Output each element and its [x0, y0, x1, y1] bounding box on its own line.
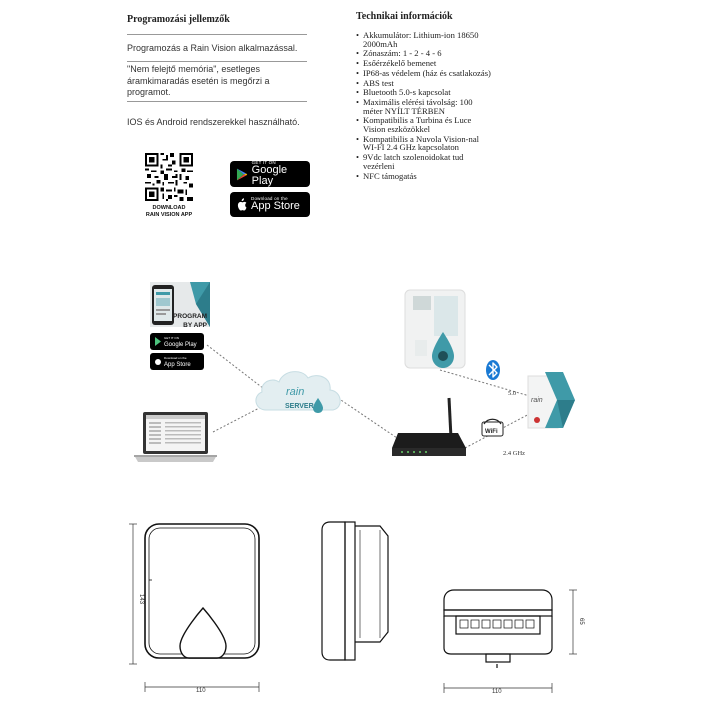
app-store-small-text: Download on the — [251, 195, 288, 201]
wifi-frequency: 2.4 GHz — [503, 450, 525, 457]
qr-caption: DOWNLOAD RAIN VISION APP — [138, 205, 200, 219]
bluetooth-version: 5.0 — [508, 390, 516, 397]
feature-memory-line-1: "Nem felejtő memória", esetleges — [127, 64, 260, 74]
app-store-button[interactable]: Download on the App Store — [230, 192, 310, 217]
bottom-dimension-lines — [443, 589, 577, 693]
system-diagram: PROGRAM BY APP GET IT ON Google Play Dow… — [134, 282, 575, 462]
bottom-width-dimension: 110 — [492, 689, 502, 695]
router-icon — [392, 397, 466, 456]
list-item: Esőérzékelő bemenet — [356, 59, 491, 68]
google-play-label: Google Play — [251, 164, 288, 188]
list-item: Kompatibilis a Nuvola Vision-nal WI-FI 2… — [356, 134, 491, 152]
bottom-view-drawing — [443, 589, 553, 668]
side-view-drawing — [321, 521, 389, 661]
technical-info-list: Akkumulátor: Lithium-ion 18650 2000mAh Z… — [356, 31, 491, 181]
technical-drawings: 143 110 110 65 — [129, 521, 584, 695]
google-play-button[interactable]: GET IT ON Google Play — [230, 159, 310, 188]
list-item: Kompatibilis a Turbina és Luce Vision es… — [356, 116, 491, 134]
feature-memory-line-3: programot. — [127, 87, 171, 97]
phone-app-image — [150, 282, 210, 327]
cloud-rain-logo: rain — [286, 386, 304, 398]
cloud-server-label: SERVER — [285, 403, 314, 410]
list-item: IP68-as védelem (ház és csatlakozás) — [356, 69, 491, 78]
feature-os-support: IOS és Android rendszerekkel használható… — [127, 117, 300, 127]
bluetooth-icon — [486, 360, 500, 380]
qr-caption-line-2: RAIN VISION APP — [145, 212, 193, 218]
divider — [127, 34, 307, 35]
feature-app-programming: Programozás a Rain Vision alkalmazással. — [127, 43, 298, 53]
app-store-label: App Store — [251, 200, 300, 213]
google-play-icon — [236, 168, 248, 180]
cloud-server-icon — [255, 371, 341, 413]
list-item: 9Vdc latch szolenoidokat tud vezérleni — [356, 153, 491, 171]
wifi-label: WiFi — [485, 429, 498, 435]
front-view-drawing — [144, 523, 260, 659]
mini-app-store-badge: Download on the App Store — [150, 353, 204, 370]
mini-google-play-badge: GET IT ON Google Play — [150, 333, 204, 350]
qr-code-icon[interactable] — [145, 153, 193, 201]
technical-info-title: Technikai információk — [356, 11, 453, 22]
google-play-small-text: GET IT ON — [251, 159, 276, 165]
svg-text:GET IT ON: GET IT ON — [164, 336, 179, 340]
program-label-1: PROGRAM — [173, 313, 207, 320]
wifi-icon — [481, 418, 504, 437]
divider — [127, 101, 307, 102]
front-height-dimension: 143 — [138, 594, 144, 605]
list-item: Maximális elérési távolság: 100 méter NY… — [356, 97, 491, 115]
divider — [127, 61, 307, 62]
front-width-dimension: 110 — [196, 688, 206, 694]
connection-lines — [206, 344, 534, 449]
program-label-2: BY APP — [183, 322, 208, 329]
qr-caption-line-1: DOWNLOAD — [152, 205, 186, 211]
feature-memory-line-2: áramkimaradás esetén is megőrzi a — [127, 75, 270, 86]
laptop-image — [134, 412, 217, 462]
svg-text:Google Play: Google Play — [164, 342, 197, 348]
valve-device-image — [527, 372, 575, 429]
list-item: Zónaszám: 1 - 2 - 4 - 6 — [356, 49, 491, 58]
list-item: NFC támogatás — [356, 171, 491, 181]
list-item: Bluetooth 5.0-s kapcsolat — [356, 88, 491, 97]
svg-text:Download on the: Download on the — [164, 356, 187, 360]
bottom-height-dimension: 65 — [578, 618, 584, 625]
programming-features-title: Programozási jellemzők — [127, 14, 230, 25]
list-item: ABS test — [356, 78, 491, 88]
front-dimension-lines — [129, 523, 260, 692]
device-rain-logo: rain — [531, 397, 543, 404]
controller-device-image — [404, 289, 466, 369]
apple-icon — [237, 198, 247, 211]
list-item: Akkumulátor: Lithium-ion 18650 2000mAh — [356, 31, 491, 49]
svg-text:App Store: App Store — [164, 362, 191, 368]
